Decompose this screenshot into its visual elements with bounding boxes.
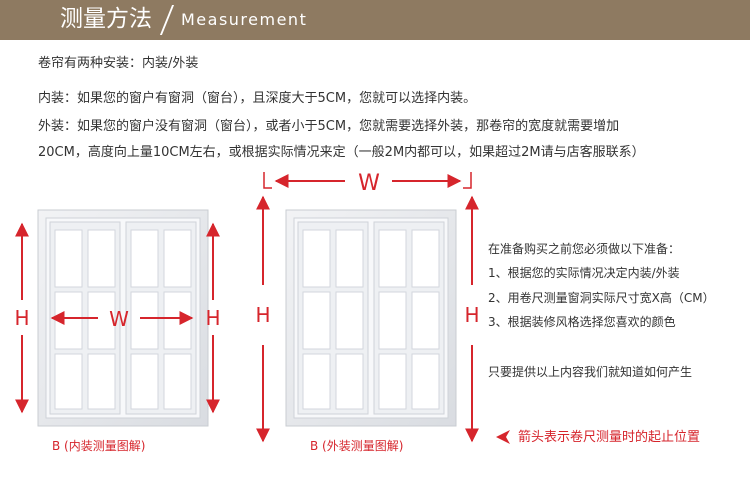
caption-outer-mount: B (外装测量图解) — [310, 439, 404, 453]
outer-w-top-label: W — [358, 171, 380, 196]
banner-title-zh: 测量方法 — [60, 6, 152, 32]
inner-h-left-label: H — [14, 306, 29, 330]
intro-line-install-types: 卷帘有两种安装：内装/外装 — [38, 56, 199, 71]
intro-line-inner-mount: 内装：如果您的窗户有窗洞（窗台），且深度大于5CM，您就可以选择内装。 — [38, 91, 477, 106]
intro-line-outer-mount-cont: 20CM，高度向上量10CM左右，或根据实际情况来定（一般2M内都可以，如果超过… — [38, 145, 645, 160]
caption-inner-mount: B (内装测量图解) — [52, 439, 146, 453]
window-outer-mount — [285, 209, 457, 427]
legend-text: 箭头表示卷尺测量时的起止位置 — [518, 430, 701, 445]
step-3: 3、根据装修风格选择您喜欢的颜色 — [488, 315, 676, 329]
header-banner: 测量方法 Measurement — [0, 0, 750, 40]
legend-arrow-icon — [496, 430, 510, 444]
banner-title-en: Measurement — [181, 10, 308, 29]
inner-w-label: W — [109, 307, 129, 331]
intro-line-outer-mount: 外装：如果您的窗户没有窗洞（窗台），或者小于5CM，您就需要选择外装，那卷帘的宽… — [38, 119, 620, 134]
step-1: 1、根据您的实际情况决定内装/外装 — [488, 266, 680, 280]
steps-note: 只要提供以上内容我们就知道如何产生 — [488, 365, 693, 379]
inner-h-right-label: H — [205, 306, 220, 330]
outer-h-right-label: H — [464, 303, 479, 327]
steps-heading: 在准备购买之前您必须做以下准备： — [488, 242, 681, 256]
outer-w-top-arrow — [263, 172, 472, 189]
outer-h-left-label: H — [255, 303, 270, 327]
step-2: 2、用卷尺测量窗洞实际尺寸宽X高（CM） — [488, 291, 715, 305]
